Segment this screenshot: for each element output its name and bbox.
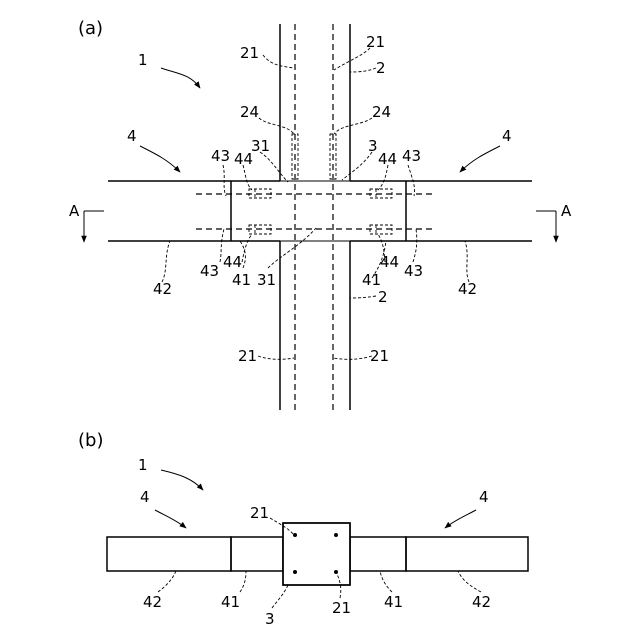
label-beam-body-left: 42: [153, 280, 172, 298]
label-assembly-b: 1: [138, 456, 148, 474]
label-beam-right: 4: [502, 127, 512, 145]
label-beam-end-left: 41: [232, 271, 251, 289]
label-bolt-top-left: 43: [211, 147, 230, 165]
assembly-arrow-b: [161, 470, 203, 490]
label-beam-body-left-b: 42: [143, 593, 162, 611]
label-bolt-top-right: 43: [402, 147, 421, 165]
label-joint: 3: [368, 137, 378, 155]
label-beam-end-right: 41: [362, 271, 381, 289]
leader-lines: [162, 48, 469, 359]
beam-right-arrow-b: [445, 510, 476, 528]
label-rod-top-right: 21: [366, 33, 385, 51]
anchor-plates: [249, 189, 392, 234]
beam-member: [108, 181, 532, 241]
panel-b-caption: (b): [78, 430, 103, 451]
label-plate-bottom-right: 44: [380, 253, 399, 271]
label-column: 2: [376, 59, 386, 77]
label-plate-top-left: 44: [234, 150, 253, 168]
assembly-arrow: [161, 68, 200, 88]
label-plate-top-right: 44: [378, 150, 397, 168]
rod-dot-bottom-left: [293, 570, 297, 574]
rod-hidden-lines: [295, 24, 333, 410]
beam-left-arrow-b: [155, 510, 186, 528]
label-bolt-bottom-left: 43: [200, 262, 219, 280]
beam-end-right-section: [350, 537, 406, 571]
section-mark-left: A: [69, 202, 104, 242]
label-bolt-bottom-right: 43: [404, 262, 423, 280]
label-rod-top-b: 21: [250, 504, 269, 522]
rod-dot-top-left: [293, 533, 297, 537]
anchors: [292, 134, 336, 179]
label-beam-end-left-b: 41: [221, 593, 240, 611]
label-rod-top-left: 21: [240, 44, 259, 62]
beam-body-left-section: [107, 537, 231, 571]
label-assembly: 1: [138, 51, 148, 69]
label-column-lower: 2: [378, 288, 388, 306]
section-letter-left: A: [69, 202, 80, 220]
label-rod-bottom-left: 21: [238, 347, 257, 365]
label-beam-body-right-b: 42: [472, 593, 491, 611]
section-letter-right: A: [561, 202, 572, 220]
beam-right-arrow: [460, 146, 500, 172]
section-mark-right: A: [536, 202, 572, 242]
label-anchor-right: 24: [372, 103, 391, 121]
label-rod-bottom-b: 21: [332, 599, 351, 617]
column-member: [280, 24, 350, 410]
panel-b: (b) 1 4 4 21 21: [78, 430, 528, 628]
joint-block: [283, 523, 350, 585]
label-plate-bottom-left: 44: [223, 253, 242, 271]
beam-body-right-section: [406, 537, 528, 571]
label-joint-part-top: 31: [251, 137, 270, 155]
label-joint-b: 3: [265, 610, 275, 628]
label-beam-end-right-b: 41: [384, 593, 403, 611]
label-beam-left: 4: [127, 127, 137, 145]
label-anchor-left: 24: [240, 103, 259, 121]
panel-a-caption: (a): [78, 18, 103, 39]
label-beam-left-b: 4: [140, 488, 150, 506]
beam-end-left-section: [231, 537, 283, 571]
beam-left-arrow: [140, 146, 180, 172]
label-joint-part-bottom: 31: [257, 271, 276, 289]
rod-dot-top-right: [334, 533, 338, 537]
panel-a: (a): [69, 18, 572, 410]
label-beam-right-b: 4: [479, 488, 489, 506]
label-rod-bottom-right: 21: [370, 347, 389, 365]
label-beam-body-right: 42: [458, 280, 477, 298]
